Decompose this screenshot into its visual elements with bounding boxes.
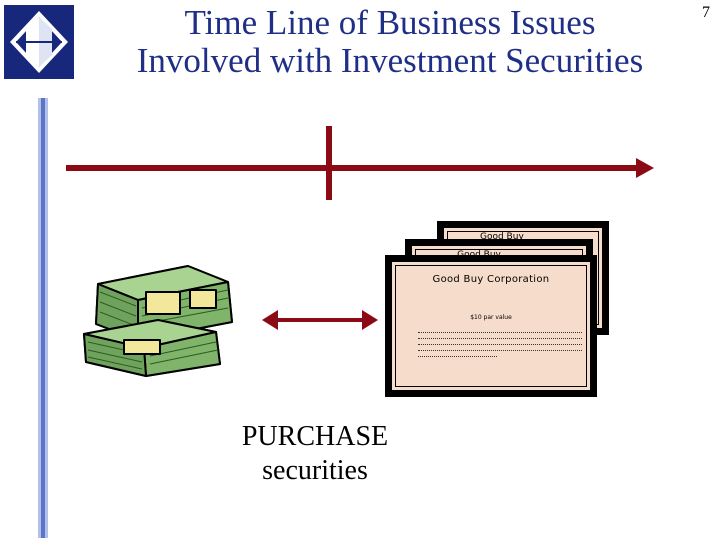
certificate-front: Good Buy Corporation $10 par value (386, 256, 596, 396)
sidebar-bar-inner (41, 98, 45, 538)
caption-line-2: securities (205, 454, 425, 488)
stock-certificate-icon: Good Buy Good Buy Good Buy Corporation $… (380, 222, 610, 402)
double-arrow-icon (260, 300, 380, 340)
caption-line-1: PURCHASE (205, 420, 425, 454)
title-line-2: Involved with Investment Securities (90, 42, 690, 80)
certificate-fine-print (418, 332, 582, 362)
timeline-arrowhead (636, 158, 654, 178)
certificate-par-value: $10 par value (392, 314, 590, 321)
certificate-company-name: Good Buy Corporation (392, 274, 590, 285)
purchase-caption: PURCHASE securities (205, 420, 425, 488)
page-number: 7 (702, 4, 710, 22)
slide-title: Time Line of Business Issues Involved wi… (90, 4, 690, 80)
title-line-1: Time Line of Business Issues (90, 4, 690, 42)
money-stack-icon (78, 262, 238, 377)
diamond-logo-icon (4, 5, 74, 79)
timeline (60, 120, 660, 200)
